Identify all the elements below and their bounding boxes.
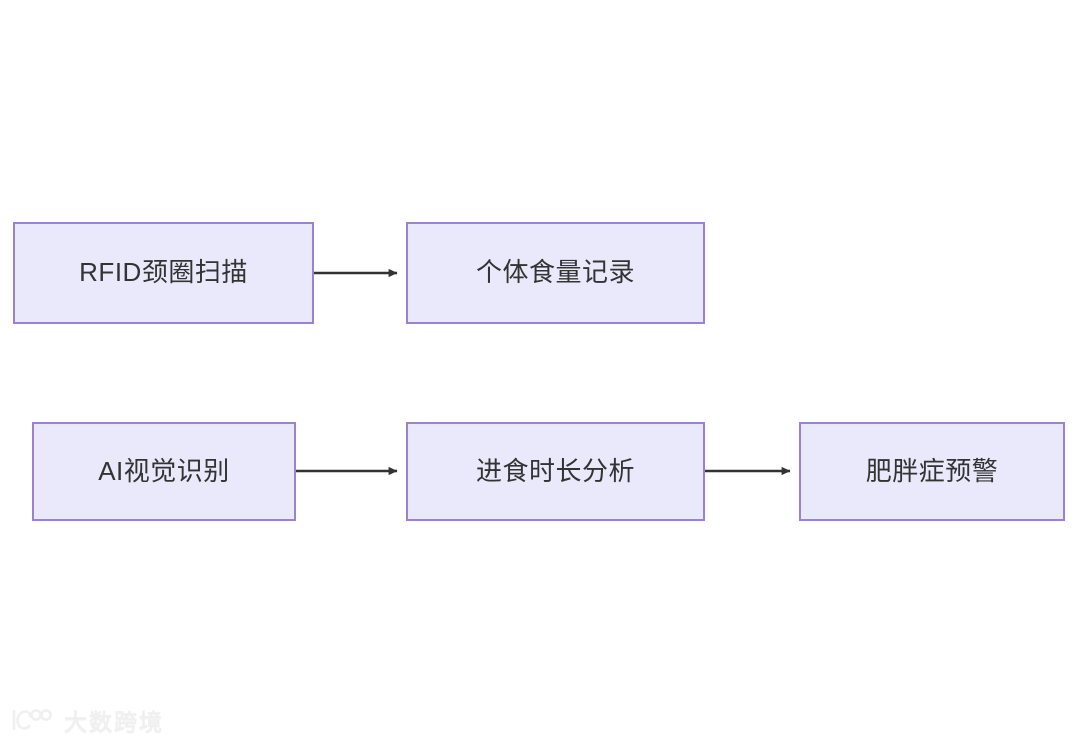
node-obesity[interactable]: 肥胖症预警 xyxy=(799,422,1065,521)
dashu-kuajing-logo-icon xyxy=(12,709,52,731)
node-duration[interactable]: 进食时长分析 xyxy=(406,422,705,521)
node-ai-vision[interactable]: AI视觉识别 xyxy=(32,422,296,521)
watermark: 大数跨境 xyxy=(10,703,164,737)
node-rfid-scan[interactable]: RFID颈圈扫描 xyxy=(13,222,314,324)
node-intake-log[interactable]: 个体食量记录 xyxy=(406,222,705,324)
watermark-text: 大数跨境 xyxy=(64,709,164,735)
